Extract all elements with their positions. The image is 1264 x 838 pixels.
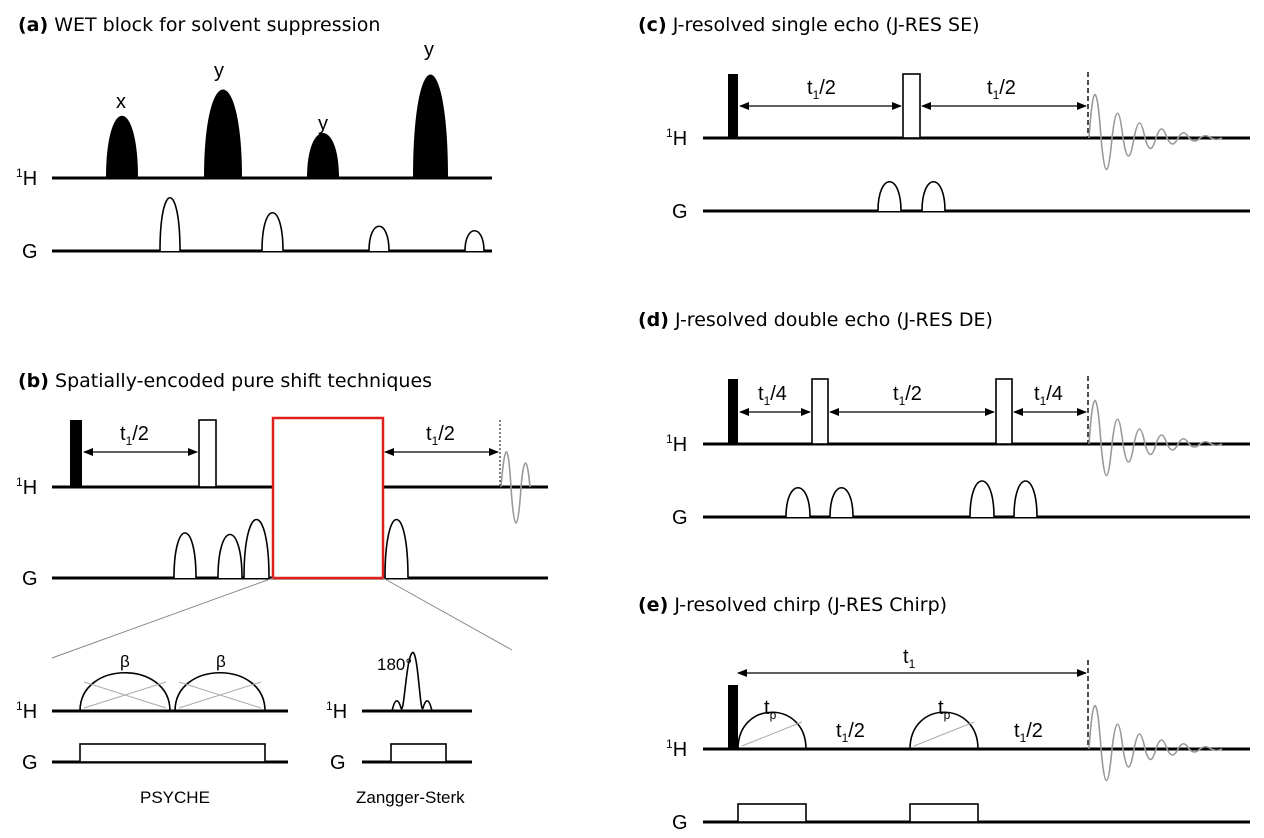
gradient-axis-label: G xyxy=(672,507,688,529)
gradient-axis-label: G xyxy=(330,752,346,774)
gradient-axis-label: G xyxy=(672,201,688,223)
proton-axis-label: 1H xyxy=(326,699,347,723)
delay-label-right: t1/2 xyxy=(426,423,455,448)
selective-sinc-pulse xyxy=(391,652,433,712)
chirp-pulse-1 xyxy=(79,671,171,712)
delay-label-left: t1/2 xyxy=(120,423,149,448)
panel-e-title: (e) J-resolved chirp (J-RES Chirp) xyxy=(638,594,947,616)
fid-signal xyxy=(500,450,531,524)
weak-gradient xyxy=(79,743,266,763)
panel-a: (a) WET block for solvent suppression 1H… xyxy=(16,14,492,263)
slice-gradient xyxy=(390,743,447,763)
gradient-axis-label: G xyxy=(22,752,38,774)
delay-label-right: t1/2 xyxy=(987,77,1016,102)
delay-label-3: t1/4 xyxy=(1034,383,1063,408)
fid-signal xyxy=(1088,94,1223,171)
panel-d-title: (d) J-resolved double echo (J-RES DE) xyxy=(638,309,993,331)
refocusing-pulse-180 xyxy=(902,73,921,139)
panel-b: (b) Spatially-encoded pure shift techniq… xyxy=(16,370,548,807)
proton-axis-label: 1H xyxy=(666,126,687,150)
zoom-line-left xyxy=(51,577,274,659)
gradient-pulse-1 xyxy=(785,487,811,518)
half-delay-label-2: t1/2 xyxy=(1014,720,1043,745)
excitation-pulse-90 xyxy=(728,685,738,749)
chirp-sweep-down-1 xyxy=(83,681,167,709)
fid-signal xyxy=(1088,705,1223,782)
gradient-pulse-1 xyxy=(877,181,902,212)
zangger-sterk-caption: Zangger-Sterk xyxy=(356,788,465,807)
gradient-pulse-3 xyxy=(368,225,390,252)
gradient-axis-label: G xyxy=(672,812,688,834)
panel-e: (e) J-resolved chirp (J-RES Chirp) 1H G … xyxy=(638,594,1250,834)
t1-label: t1 xyxy=(903,646,916,671)
zangger-sterk-inset: 1H G 180° Zangger-Sterk xyxy=(326,652,472,807)
panel-d: (d) J-resolved double echo (J-RES DE) 1H… xyxy=(638,309,1250,529)
delay-label-1: t1/4 xyxy=(758,383,787,408)
tp-label-2: tp xyxy=(938,697,951,722)
gradient-pulse-4 xyxy=(1013,480,1038,518)
proton-axis-label: 1H xyxy=(16,475,37,499)
excitation-pulse-90 xyxy=(728,379,738,444)
panel-a-title: (a) WET block for solvent suppression xyxy=(18,14,380,36)
zoom-line-right xyxy=(382,577,513,651)
gradient-block-2 xyxy=(909,803,979,823)
chirp-pulse-2 xyxy=(174,671,266,712)
phase-label-1: x xyxy=(116,91,126,113)
chirp-pulse-1 xyxy=(737,711,807,750)
delay-label-left: t1/2 xyxy=(807,77,836,102)
pure-shift-element-box xyxy=(271,416,385,580)
beta-label-right: β xyxy=(216,652,226,671)
chirp-sweep-1 xyxy=(741,721,803,747)
tp-label-1: tp xyxy=(764,697,777,722)
wet-pulse-2 xyxy=(204,89,242,178)
chirp-sweep-down-2 xyxy=(178,681,262,709)
excitation-pulse-90 xyxy=(728,74,738,138)
phase-label-2: y xyxy=(214,60,224,82)
proton-axis-label: 1H xyxy=(666,737,687,761)
delay-label-2: t1/2 xyxy=(893,383,922,408)
excitation-pulse-90 xyxy=(70,420,82,487)
beta-label-left: β xyxy=(120,652,130,671)
gradient-pulse-1 xyxy=(159,197,181,252)
psyche-caption: PSYCHE xyxy=(140,788,210,807)
fid-signal xyxy=(1088,400,1223,477)
gradient-axis-label: G xyxy=(22,568,38,590)
gradient-pulse-2 xyxy=(261,211,284,252)
half-delay-label-1: t1/2 xyxy=(836,720,865,745)
proton-axis-label: 1H xyxy=(666,432,687,456)
gradient-pulse-2 xyxy=(217,533,243,579)
gradient-pulse-2 xyxy=(829,487,854,518)
proton-axis-label: 1H xyxy=(16,699,37,723)
phase-label-3: y xyxy=(318,113,328,135)
psyche-inset: 1H G β β PSYCHE xyxy=(16,652,288,807)
panel-c-title: (c) J-resolved single echo (J-RES SE) xyxy=(638,14,980,36)
panel-c: (c) J-resolved single echo (J-RES SE) 1H… xyxy=(638,14,1250,223)
gradient-pulse-1 xyxy=(173,532,197,579)
proton-axis-label: 1H xyxy=(16,166,37,190)
gradient-pulse-3 xyxy=(243,518,270,579)
pulse-angle-label: 180° xyxy=(377,655,412,674)
gradient-pulse-2 xyxy=(921,181,946,212)
gradient-axis-label: G xyxy=(22,241,38,263)
refocusing-pulse-1 xyxy=(811,378,829,445)
gradient-block-1 xyxy=(737,803,807,823)
refocusing-pulse-180 xyxy=(198,419,217,488)
chirp-sweep-2 xyxy=(913,721,975,747)
gradient-pulse-4 xyxy=(384,518,409,579)
refocusing-pulse-2 xyxy=(995,378,1013,445)
wet-pulse-3 xyxy=(307,133,339,178)
phase-label-4: y xyxy=(424,39,434,61)
wet-pulse-1 xyxy=(106,115,138,178)
gradient-pulse-3 xyxy=(969,480,995,518)
chirp-pulse-2 xyxy=(909,711,979,750)
gradient-pulse-4 xyxy=(464,230,485,252)
wet-pulse-4 xyxy=(413,74,448,178)
panel-b-title: (b) Spatially-encoded pure shift techniq… xyxy=(18,370,432,392)
